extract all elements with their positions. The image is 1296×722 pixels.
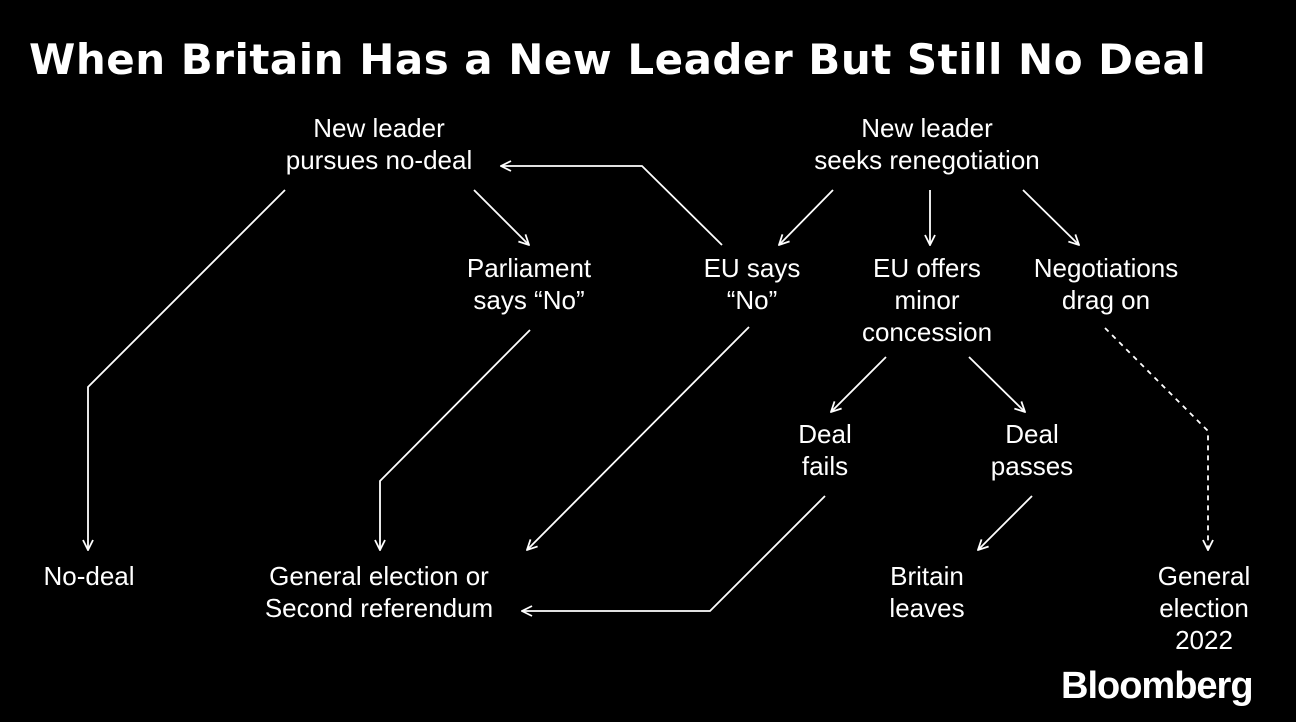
edge-no-deal-leader-to-no-deal <box>88 189 286 550</box>
edge-deal-fails-to-general-election <box>522 495 826 611</box>
node-general-election-2022: General election 2022 <box>1157 561 1251 655</box>
node-deal-fails: Deal fails <box>798 419 852 481</box>
edge-parliament-to-general-election <box>380 329 531 550</box>
page-title: When Britain Has a New Leader But Still … <box>29 35 1207 84</box>
edge-renegotiation-to-eu-says-no <box>779 189 834 245</box>
edge-negotiations-to-general-election-2022 <box>1104 327 1208 550</box>
node-parliament-says-no: Parliament says “No” <box>466 253 592 315</box>
edge-eu-says-no-to-general-election <box>527 326 750 550</box>
node-no-deal: No-deal <box>43 561 135 591</box>
edge-no-deal-leader-to-parliament <box>473 189 529 245</box>
edge-renegotiation-to-negotiations <box>1022 189 1079 245</box>
edge-eu-offers-to-deal-fails <box>831 356 887 412</box>
edge-deal-passes-to-britain-leaves <box>978 495 1033 550</box>
node-general-election-or-second-referendum: General election or Second referendum <box>264 561 494 623</box>
node-new-leader-pursues-no-deal: New leader pursues no-deal <box>285 113 473 175</box>
edge-eu-offers-to-deal-passes <box>968 356 1025 412</box>
node-eu-says-no: EU says “No” <box>703 253 801 315</box>
node-new-leader-seeks-renegotiation: New leader seeks renegotiation <box>814 113 1040 175</box>
node-eu-offers-minor-concession: EU offers minor concession <box>861 253 993 347</box>
node-negotiations-drag-on: Negotiations drag on <box>1033 253 1179 315</box>
edge-eu-says-no-to-no-deal-leader <box>501 166 723 246</box>
node-deal-passes: Deal passes <box>990 419 1074 481</box>
node-britain-leaves: Britain leaves <box>889 561 965 623</box>
bloomberg-logo: Bloomberg <box>1061 665 1254 707</box>
